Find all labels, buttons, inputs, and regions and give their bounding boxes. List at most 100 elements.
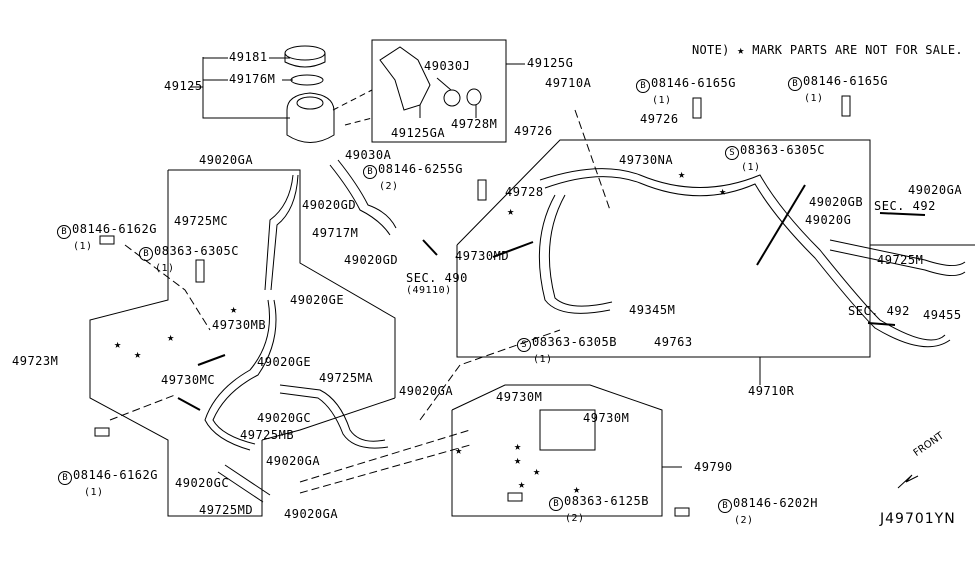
label-49020GA: 49020GA	[908, 183, 963, 197]
star-icon: ★	[230, 302, 238, 316]
label-49725MA: 49725MA	[319, 371, 374, 385]
star-icon: ★	[507, 204, 515, 218]
bolt-quantity: (1)	[73, 241, 93, 252]
label-49176M: 49176M	[229, 72, 276, 86]
bolt-type-b-icon: B	[57, 225, 71, 239]
left-group-box-top	[168, 170, 395, 398]
label-49125G: 49125G	[527, 56, 574, 70]
label-49710R: 49710R	[748, 384, 795, 398]
label-49730M: 49730M	[583, 411, 630, 425]
bolt-part-number: 08146-6165G	[651, 76, 736, 90]
bolt-part-number: 08146-6162G	[72, 222, 157, 236]
bolt-type-b-icon: B	[788, 77, 802, 91]
bolt-quantity: (1)	[804, 93, 824, 104]
label-49020GA: 49020GA	[284, 507, 339, 521]
label-49030A: 49030A	[345, 148, 392, 162]
label-49725MD: 49725MD	[199, 503, 254, 517]
bolt-type-b-icon: B	[718, 499, 732, 513]
label-49710A: 49710A	[545, 76, 592, 90]
label-49723M: 49723M	[12, 354, 59, 368]
label-49020GD: 49020GD	[344, 253, 399, 267]
star-icon: ★	[518, 477, 526, 491]
reservoir-tank-shape	[287, 93, 334, 143]
label-49030J: 49030J	[424, 59, 471, 73]
label-49730NA: 49730NA	[619, 153, 674, 167]
bolt-part-number: 08363-6125B	[564, 494, 649, 508]
label-49020GA: 49020GA	[199, 153, 254, 167]
bolt-quantity: (1)	[84, 487, 104, 498]
bracket-inset-box	[372, 40, 506, 142]
label-49020GC: 49020GC	[175, 476, 230, 490]
section-ref-492: SEC. 492	[874, 199, 936, 213]
leader-49125-bracket	[203, 57, 290, 118]
bolt-quantity: (1)	[533, 354, 553, 365]
bolt-part-number: 08146-6162G	[73, 468, 158, 482]
label-49455: 49455	[923, 308, 962, 322]
label-49730MB: 49730MB	[212, 318, 267, 332]
star-icon: ★	[167, 330, 175, 344]
star-icon: ★	[719, 184, 727, 198]
label-49725MC: 49725MC	[174, 214, 229, 228]
label-49181: 49181	[229, 50, 268, 64]
o-ring-shape	[291, 75, 323, 85]
bolt-part-number: 08363-6305B	[532, 335, 617, 349]
label-49020GB: 49020GB	[809, 195, 864, 209]
star-icon: ★	[514, 453, 522, 467]
cooler-inset-box	[452, 385, 662, 516]
bolt-part-number: 08363-6305C	[154, 244, 239, 258]
section-ref-490: SEC. 490	[406, 271, 468, 285]
label-49725M: 49725M	[877, 253, 924, 267]
label-49020GE: 49020GE	[290, 293, 345, 307]
bolt-quantity: (1)	[155, 263, 175, 274]
star-icon: ★	[134, 347, 142, 361]
bolt-type-b-icon: B	[58, 471, 72, 485]
bolt-quantity: (1)	[741, 162, 761, 173]
diagram-code: J49701YN	[880, 511, 956, 527]
label-49728M: 49728M	[451, 117, 498, 131]
label-49345M: 49345M	[629, 303, 676, 317]
not-for-sale-note: NOTE) ★ MARK PARTS ARE NOT FOR SALE.	[692, 43, 963, 57]
section-ref-492: SEC. 492	[848, 304, 910, 318]
label-49730MC: 49730MC	[161, 373, 216, 387]
label-49020GE: 49020GE	[257, 355, 312, 369]
bolt-quantity: (2)	[734, 515, 754, 526]
label-49717M: 49717M	[312, 226, 359, 240]
label-49763: 49763	[654, 335, 693, 349]
label-49125GA: 49125GA	[391, 126, 446, 140]
star-icon: ★	[533, 464, 541, 478]
label-49725MB: 49725MB	[240, 428, 295, 442]
bolt-quantity: (1)	[652, 95, 672, 106]
star-icon: ★	[114, 337, 122, 351]
bolt-part-number: 08146-6202H	[733, 496, 818, 510]
screw-type-s-icon: S	[725, 146, 739, 160]
star-icon: ★	[573, 482, 581, 496]
bolt-part-number: 08146-6165G	[803, 74, 888, 88]
bolt-quantity: (2)	[379, 181, 399, 192]
label-49020GD: 49020GD	[302, 198, 357, 212]
label-49020GA: 49020GA	[266, 454, 321, 468]
label-49730MD: 49730MD	[455, 249, 510, 263]
star-icon: ★	[678, 167, 686, 181]
label-49020GA: 49020GA	[399, 384, 454, 398]
cooler-line-box	[457, 245, 975, 357]
label-49790: 49790	[694, 460, 733, 474]
label-49726: 49726	[514, 124, 553, 138]
bolt-part-number: 08146-6255G	[378, 162, 463, 176]
section-ref-490-sub: (49110)	[406, 285, 452, 296]
label-49730M: 49730M	[496, 390, 543, 404]
label-49726: 49726	[640, 112, 679, 126]
bolt-type-b-icon: B	[636, 79, 650, 93]
label-49020G: 49020G	[805, 213, 852, 227]
bolt-type-b-icon: B	[139, 247, 153, 261]
